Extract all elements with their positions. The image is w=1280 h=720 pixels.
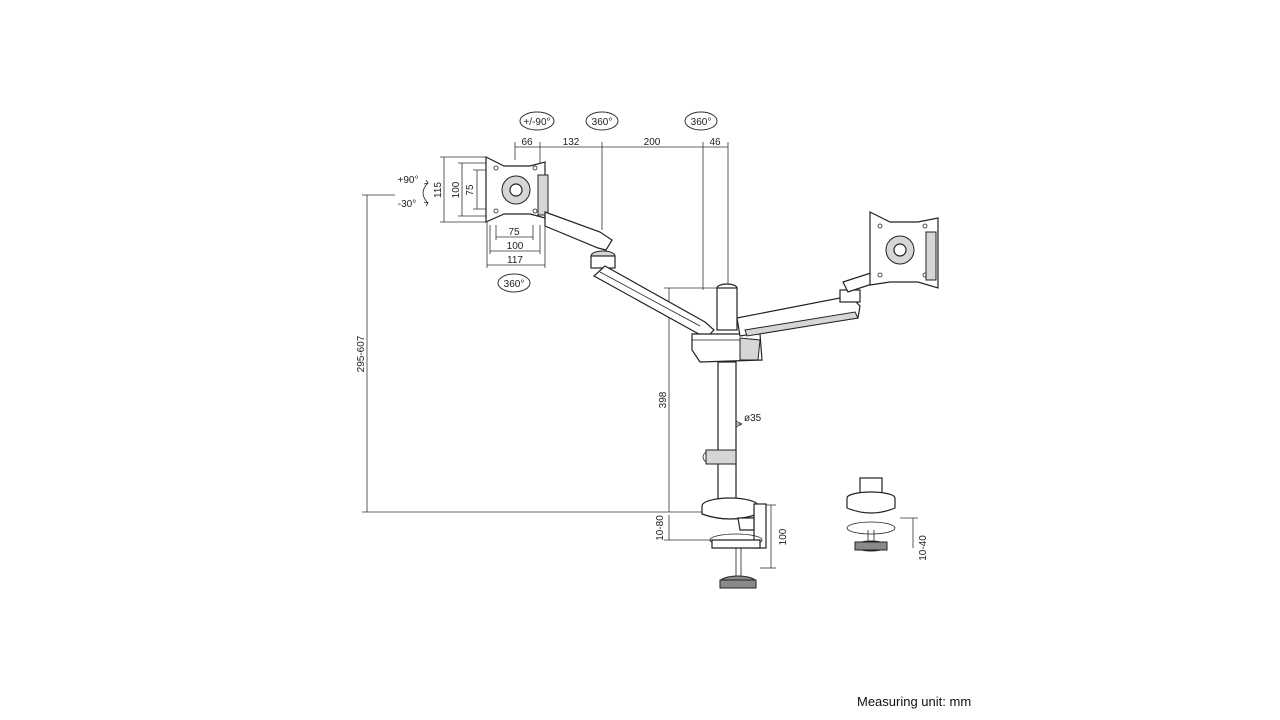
pole <box>702 361 737 511</box>
dim-pole-height: 398 <box>658 391 669 408</box>
desk-clamp <box>701 497 767 589</box>
dim-117: 117 <box>507 255 523 266</box>
right-arm <box>736 269 885 337</box>
rotation-label-pan-tilt: +/-90° <box>523 117 550 128</box>
rotation-badge-swivel-c: 360° <box>497 273 531 293</box>
grommet-mount: 10-40 <box>846 477 929 561</box>
tilt-up-label: +90° <box>398 175 419 186</box>
dim-46: 46 <box>709 137 721 148</box>
dim-115: 115 <box>433 182 444 198</box>
dim-75-horizontal: 75 <box>508 227 520 238</box>
dim-clamp-height: 100 <box>778 528 789 545</box>
top-dimension-chain: 66 132 200 46 <box>514 137 729 290</box>
pole-height-dim: 398 <box>658 287 718 512</box>
tilt-indicator: +90° -30° <box>398 175 429 210</box>
left-arm <box>544 211 715 339</box>
rotation-badge-pan-tilt: +/-90° <box>519 111 555 131</box>
left-vesa-plate <box>485 156 549 223</box>
dim-200: 200 <box>644 137 661 148</box>
dim-pole-diameter: ø35 <box>744 413 762 424</box>
dim-100-vertical: 100 <box>451 181 462 198</box>
rotation-label-swivel-c: 360° <box>504 279 525 290</box>
measuring-unit-label: Measuring unit: mm <box>857 694 972 709</box>
pole-hub <box>691 283 763 363</box>
rotation-label-swivel-b: 360° <box>691 117 712 128</box>
vesa-vertical-dims: 115 100 75 <box>433 156 490 223</box>
rotation-label-swivel-a: 360° <box>592 117 613 128</box>
rotation-badge-swivel-a: 360° <box>585 111 619 131</box>
dim-grommet-thickness: 10-40 <box>918 535 929 561</box>
dim-132: 132 <box>563 137 580 148</box>
dim-75-vertical: 75 <box>465 184 476 196</box>
rotation-badge-swivel-b: 360° <box>684 111 718 131</box>
dim-100-horizontal: 100 <box>507 241 524 252</box>
height-range-dim: 295-607 <box>356 194 710 513</box>
dim-clamp-thickness: 10-80 <box>655 515 666 541</box>
right-vesa-plate <box>869 211 939 289</box>
dim-height-range: 295-607 <box>356 335 367 372</box>
tilt-down-label: -30° <box>398 199 416 210</box>
dim-66: 66 <box>521 137 533 148</box>
